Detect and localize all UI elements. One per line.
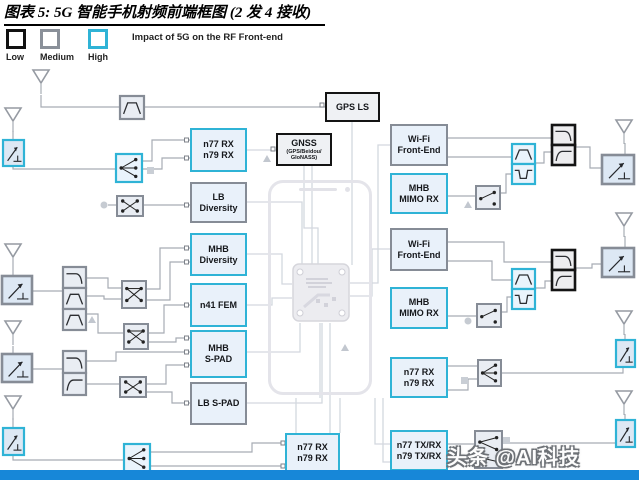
marker-circle xyxy=(100,201,108,209)
marker-square xyxy=(147,167,154,174)
high-impact-swatch xyxy=(88,29,109,49)
rf-switch-icon xyxy=(122,442,152,475)
antenna-tuner-icon xyxy=(600,153,636,186)
antenna-tuner-icon xyxy=(614,418,637,449)
antenna-icon xyxy=(614,310,634,335)
rf-switch-icon xyxy=(114,152,144,184)
diplexer-filter-icon xyxy=(550,123,577,167)
rf-switch-icon xyxy=(475,185,501,210)
antenna-icon xyxy=(3,107,23,132)
impact-legend: Low Medium High Impact of 5G on the RF F… xyxy=(6,29,283,62)
rf-switch-icon xyxy=(121,280,147,309)
diplexer-filter-icon xyxy=(61,349,88,397)
cross-switch-icon xyxy=(119,376,147,398)
antenna-icon xyxy=(614,390,634,415)
legend-item-high: High xyxy=(88,29,109,62)
antenna-icon xyxy=(3,395,23,420)
watermark: 头条 @AI科技 xyxy=(447,447,581,469)
marker-triangle xyxy=(341,344,349,351)
low-impact-swatch xyxy=(6,29,26,49)
phone-outline xyxy=(268,180,372,395)
antenna-tuner-icon xyxy=(0,274,34,306)
cross-switch-icon xyxy=(116,195,144,217)
marker-square xyxy=(461,377,468,384)
antenna-icon xyxy=(31,69,51,94)
marker-triangle xyxy=(88,316,96,323)
gnss-box: GNSS(GPS/Beidou/GloNASS) xyxy=(276,133,332,166)
n41-fem-box: n41 FEM xyxy=(190,283,247,327)
rf-switch-icon xyxy=(123,323,149,350)
bandpass-filter-icon xyxy=(118,94,146,121)
antenna-tuner-icon xyxy=(614,338,637,369)
figure-title: 图表 5: 5G 智能手机射频前端框图 (2 发 4 接收) xyxy=(4,1,326,26)
marker-triangle xyxy=(263,155,271,162)
bottom-bar xyxy=(0,470,639,480)
antenna-tuner-icon xyxy=(0,352,34,384)
antenna-tuner-icon xyxy=(1,138,26,168)
legend-caption: Impact of 5G on the RF Front-end xyxy=(132,32,283,43)
rf-switch-icon xyxy=(476,303,502,328)
legend-label: Low xyxy=(6,52,24,62)
marker-square xyxy=(503,449,510,456)
gps-ls-box: GPS LS xyxy=(325,92,380,122)
legend-label: Medium xyxy=(40,52,75,62)
antenna-icon xyxy=(614,119,634,144)
diplexer-filter-icon xyxy=(550,248,577,292)
triplexer-filter-icon xyxy=(61,265,88,332)
antenna-icon xyxy=(3,320,23,345)
duplexer-filter-icon xyxy=(510,267,537,311)
antenna-tuner-icon xyxy=(1,426,26,457)
legend-item-low: Low xyxy=(6,29,26,62)
marker-triangle xyxy=(464,201,472,208)
duplexer-filter-icon xyxy=(510,142,537,186)
rf-switch-icon xyxy=(474,430,503,469)
marker-circle xyxy=(464,317,472,325)
lb-s-pad-box: LB S-PAD xyxy=(190,382,247,425)
legend-label: High xyxy=(88,52,109,62)
legend-item-medium: Medium xyxy=(40,29,74,62)
antenna-tuner-icon xyxy=(600,246,636,279)
marker-square xyxy=(503,437,510,444)
medium-impact-swatch xyxy=(40,29,60,49)
antenna-icon xyxy=(614,212,634,237)
pcb-chip xyxy=(292,263,350,322)
rf-switch-icon xyxy=(477,359,502,387)
antenna-icon xyxy=(3,243,23,268)
